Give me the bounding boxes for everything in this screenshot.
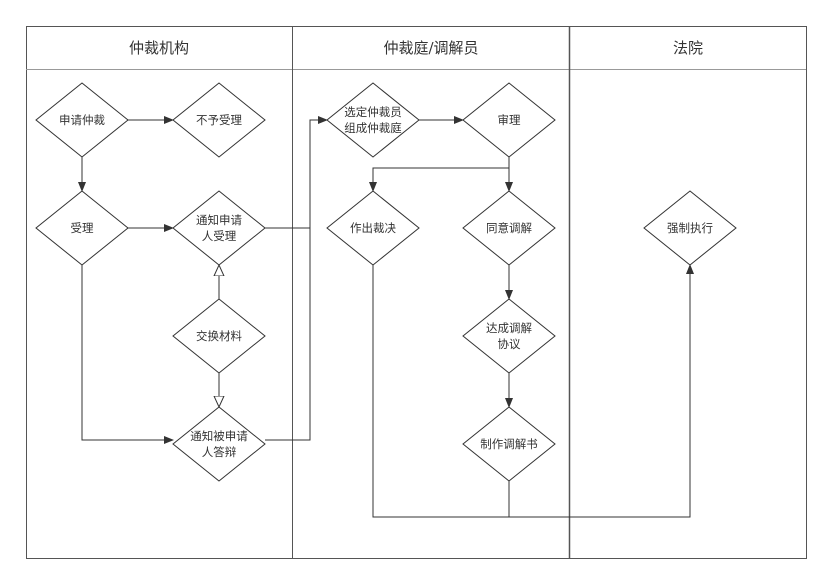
- node-label: 协议: [498, 337, 521, 351]
- node-label: 交换材料: [196, 329, 242, 343]
- node-award: [326, 190, 420, 266]
- node-mediation-doc: [462, 406, 556, 482]
- node-label: 组成仲裁庭: [344, 121, 402, 135]
- node-label: 受理: [71, 221, 94, 235]
- edges: [78, 116, 694, 518]
- node-notify-applicant: [172, 190, 266, 266]
- node-notify-respondent: [172, 406, 266, 482]
- node-exchange: [172, 298, 266, 374]
- node-label: 不予受理: [196, 113, 242, 127]
- node-label: 通知申请: [196, 213, 242, 227]
- lane-title-tribunal-mediator: 仲裁庭/调解员: [383, 39, 478, 57]
- node-reject: [172, 82, 266, 158]
- lane-frame: [26, 26, 807, 559]
- edge-accept-notify-respondent: [81, 265, 174, 444]
- lane-title-court: 法院: [673, 39, 703, 57]
- lane-title-arbitration-institution: 仲裁机构: [129, 39, 189, 57]
- node-accept: [35, 190, 129, 266]
- edge-award-enforcement: [372, 264, 694, 518]
- edge-hearing-award: [369, 167, 509, 192]
- node-label: 制作调解书: [480, 437, 538, 451]
- node-apply: [35, 82, 129, 158]
- node-label: 达成调解: [486, 321, 532, 335]
- node-label: 作出裁决: [350, 221, 396, 235]
- node-enforcement: [643, 190, 737, 266]
- node-label: 强制执行: [667, 221, 713, 235]
- node-select-arbitrator: [326, 82, 420, 158]
- node-label: 人受理: [202, 229, 237, 243]
- node-agree-mediation: [462, 190, 556, 266]
- node-hearing: [462, 82, 556, 158]
- node-label: 选定仲裁员: [344, 105, 402, 119]
- edge-notify-respondent-select: [265, 116, 328, 441]
- node-label: 人答辩: [202, 445, 237, 459]
- node-label: 同意调解: [486, 221, 532, 235]
- node-label: 申请仲裁: [59, 113, 105, 127]
- node-label: 审理: [498, 113, 521, 127]
- node-label: 通知被申请: [190, 429, 248, 443]
- node-mediation-agreement: [462, 298, 556, 374]
